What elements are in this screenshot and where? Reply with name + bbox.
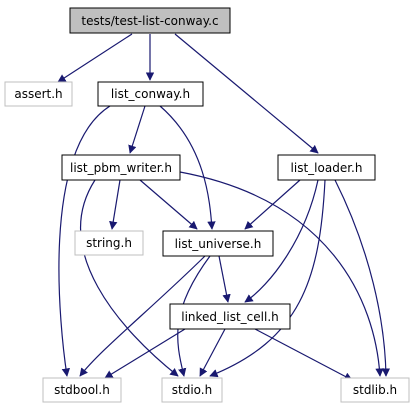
- edge-list-loader-to-universe: [244, 179, 301, 230]
- node-stdlib-h-label: stdlib.h: [353, 383, 397, 397]
- edge-pbm-writer-to-stdio: [80, 179, 179, 377]
- edge-linked-cell-to-stdbool: [104, 328, 186, 379]
- edge-list-loader-to-stdio: [209, 179, 326, 378]
- edge-root-to-assert: [57, 33, 133, 83]
- node-linked-list-cell-h-label: linked_list_cell.h: [181, 310, 279, 324]
- node-list-loader-h-label: list_loader.h: [291, 161, 363, 175]
- node-list-universe-h-label: list_universe.h: [175, 237, 262, 251]
- edges: [57, 33, 391, 381]
- edge-universe-to-stdbool: [79, 255, 206, 377]
- edge-pbm-writer-to-universe: [139, 179, 198, 230]
- edge-pbm-writer-to-string: [109, 179, 121, 230]
- edge-linked-cell-to-stdlib: [254, 328, 353, 381]
- edge-list-loader-to-linked-cell: [244, 179, 319, 303]
- node-string-h-label: string.h: [86, 236, 132, 250]
- edge-pbm-writer-to-stdlib: [179, 171, 384, 377]
- node-assert-h[interactable]: assert.h: [4, 81, 73, 107]
- node-linked-list-cell-h[interactable]: linked_list_cell.h: [169, 303, 291, 330]
- edge-universe-to-linked-cell: [218, 255, 231, 303]
- node-list-pbm-writer-h-label: list_pbm_writer.h: [70, 161, 172, 175]
- node-stdbool-h[interactable]: stdbool.h: [42, 377, 122, 403]
- edge-linked-cell-to-stdio: [199, 328, 226, 377]
- node-assert-h-label: assert.h: [14, 87, 62, 101]
- node-stdbool-h-label: stdbool.h: [54, 383, 110, 397]
- node-stdio-h-label: stdio.h: [172, 383, 212, 397]
- edge-root-to-list-loader: [174, 33, 319, 154]
- node-root-label: tests/test-list-conway.c: [81, 14, 218, 28]
- node-stdio-h[interactable]: stdio.h: [161, 377, 223, 403]
- node-list-conway-h-label: list_conway.h: [111, 87, 190, 101]
- edge-list-conway-to-stdbool: [58, 105, 111, 377]
- edge-list-loader-to-stdlib: [334, 179, 391, 377]
- node-root[interactable]: tests/test-list-conway.c: [69, 7, 231, 34]
- node-list-universe-h[interactable]: list_universe.h: [162, 230, 274, 257]
- node-list-loader-h[interactable]: list_loader.h: [277, 154, 376, 181]
- node-list-conway-h[interactable]: list_conway.h: [97, 81, 204, 107]
- node-stdlib-h[interactable]: stdlib.h: [340, 377, 410, 403]
- node-string-h[interactable]: string.h: [74, 230, 144, 256]
- node-list-pbm-writer-h[interactable]: list_pbm_writer.h: [61, 154, 181, 181]
- edge-list-conway-to-universe: [159, 105, 216, 230]
- edge-list-conway-to-pbm-writer: [128, 105, 146, 154]
